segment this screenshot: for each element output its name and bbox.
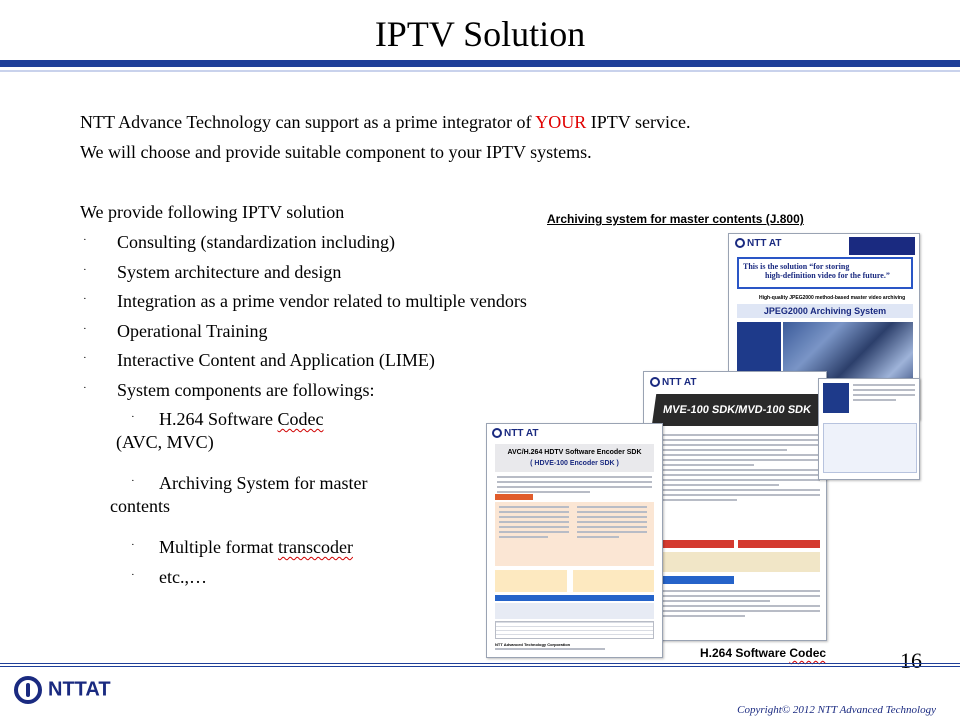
brochure-footer-company: NTT Advanced Technology Corporation: [495, 642, 571, 647]
footer-divider: [0, 663, 960, 664]
ntt-emblem-icon: [650, 377, 660, 387]
component-etc: · etc.,…: [131, 566, 207, 588]
bullet-text: Interactive Content and Application (LIM…: [117, 350, 435, 370]
ntt-at-logo: NTT AT: [735, 238, 781, 249]
ntt-emblem-icon: [14, 676, 42, 704]
bullet-text: Integration as a prime vendor related to…: [117, 291, 527, 311]
slide-title: IPTV Solution: [374, 14, 586, 54]
bullet-dot: ·: [83, 352, 87, 364]
brochure-diagram: [495, 603, 654, 619]
brochure-tagline-2: high-definition video for the future.”: [765, 271, 890, 280]
intro-text: NTT Advance Technology can support as a …: [80, 112, 536, 132]
brochure-product: MVE-100 SDK/MVD-100 SDK: [651, 394, 823, 426]
archiving-caption: Archiving system for master contents (J.…: [547, 212, 804, 226]
brochure-title-box: AVC/H.264 HDTV Software Encoder SDK ( HD…: [495, 444, 654, 472]
codec-caption-text: H.264 Software: [700, 646, 790, 660]
brochure-text-lines: [577, 506, 647, 541]
brochure-text-lines: [654, 434, 820, 504]
brochure-blue-band: [495, 595, 654, 601]
bullet-dot: ·: [83, 323, 87, 335]
component-text: H.264 Software: [159, 409, 278, 429]
title-divider-thin: [0, 70, 960, 72]
bullet-dot: ·: [83, 382, 87, 394]
ntt-emblem-icon: [735, 238, 745, 248]
intro-line-1: NTT Advance Technology can support as a …: [80, 111, 690, 133]
mvc-brochure-inner-panel: [818, 378, 920, 480]
brochure-header-box: [849, 237, 915, 255]
footer-logo: NTTAT: [14, 676, 111, 704]
avc-encoder-brochure: NTT AT AVC/H.264 HDTV Software Encoder S…: [486, 423, 663, 658]
brochure-note-box: [573, 570, 654, 592]
component-transcoder: · Multiple format transcoder: [131, 536, 353, 558]
brochure-table: [654, 552, 820, 572]
list-heading: We provide following IPTV solution: [80, 202, 345, 222]
bullet-dot: ·: [83, 264, 87, 276]
codec-caption-spellmark: Codec: [789, 646, 827, 660]
brochure-tagline-1: This is the solution “for storing: [743, 262, 850, 271]
copyright: Copyright© 2012 NTT Advanced Technology: [737, 704, 936, 716]
bullet-item: · Consulting (standardization including): [83, 231, 395, 253]
component-text-spellmark: Codec: [277, 409, 324, 429]
mvc-sdk-brochure: NTT AT MVE-100 SDK/MVD-100 SDK: [643, 371, 827, 641]
bullet-dot: ·: [131, 475, 135, 487]
bullet-dot: ·: [131, 569, 135, 581]
component-codec-line2: (AVC, MVC): [116, 432, 214, 452]
brochure-text-lines: [497, 476, 652, 496]
panel-text-lines: [853, 384, 915, 404]
intro-line-2: We will choose and provide suitable comp…: [80, 142, 592, 162]
bullet-dot: ·: [131, 411, 135, 423]
brochure-product: JPEG2000 Archiving System: [737, 304, 913, 318]
ntt-emblem-icon: [492, 428, 502, 438]
your-highlight: YOUR: [535, 112, 587, 132]
component-archiving: · Archiving System for master: [131, 472, 368, 494]
bullet-dot: ·: [131, 539, 135, 551]
page-number: 16: [900, 648, 922, 673]
brochure-text-lines: [499, 506, 569, 541]
component-archiving-line2: contents: [110, 496, 170, 516]
bullet-item: · Operational Training: [83, 320, 268, 342]
bullet-item: · Integration as a prime vendor related t…: [83, 290, 527, 312]
bullet-text: Consulting (standardization including): [117, 232, 395, 252]
panel-diagram: [823, 423, 917, 473]
component-text-spellmark: transcoder: [277, 537, 353, 557]
brochure-orange-tab: [495, 494, 533, 500]
ntt-at-logo: NTT AT: [492, 428, 538, 439]
footer-divider-2: [0, 666, 960, 667]
panel-photo: [823, 383, 849, 413]
brochure-note-box: [495, 570, 567, 592]
bullet-text: System architecture and design: [117, 262, 342, 282]
bullet-text: System components are followings:: [117, 380, 375, 400]
brochure-text-lines: [654, 590, 820, 620]
bullet-item: · System architecture and design: [83, 261, 342, 283]
brochure-red-band: [654, 540, 734, 548]
brochure-red-band: [738, 540, 820, 548]
component-text: etc.,…: [159, 567, 207, 587]
component-text: Multiple format: [159, 537, 278, 557]
brochure-product-subtitle: ( HDVE-100 Encoder SDK ): [530, 460, 619, 467]
footer-logo-text: NTTAT: [48, 678, 111, 701]
ntt-at-logo: NTT AT: [650, 377, 696, 388]
brochure-spec-table: [495, 621, 654, 639]
component-codec: · H.264 Software Codec: [131, 408, 324, 430]
brochure-subtitle: High-quality JPEG2000 method-based maste…: [759, 295, 906, 301]
bullet-text: Operational Training: [117, 321, 268, 341]
bullet-dot: ·: [83, 293, 87, 305]
component-text: Archiving System for master: [159, 473, 368, 493]
bullet-item: · Interactive Content and Application (LI…: [83, 349, 435, 371]
brochure-blue-band: [654, 576, 734, 584]
bullet-dot: ·: [83, 234, 87, 246]
brochure-text-lines: [495, 648, 605, 653]
brochure-tagline-box: This is the solution “for storing high-d…: [737, 257, 913, 289]
codec-caption: H.264 Software Codec: [700, 646, 826, 660]
intro-text-end: IPTV service.: [586, 112, 691, 132]
bullet-item: · System components are followings:: [83, 379, 375, 401]
brochure-product-title: AVC/H.264 HDTV Software Encoder SDK: [507, 449, 642, 456]
title-divider: [0, 60, 960, 67]
